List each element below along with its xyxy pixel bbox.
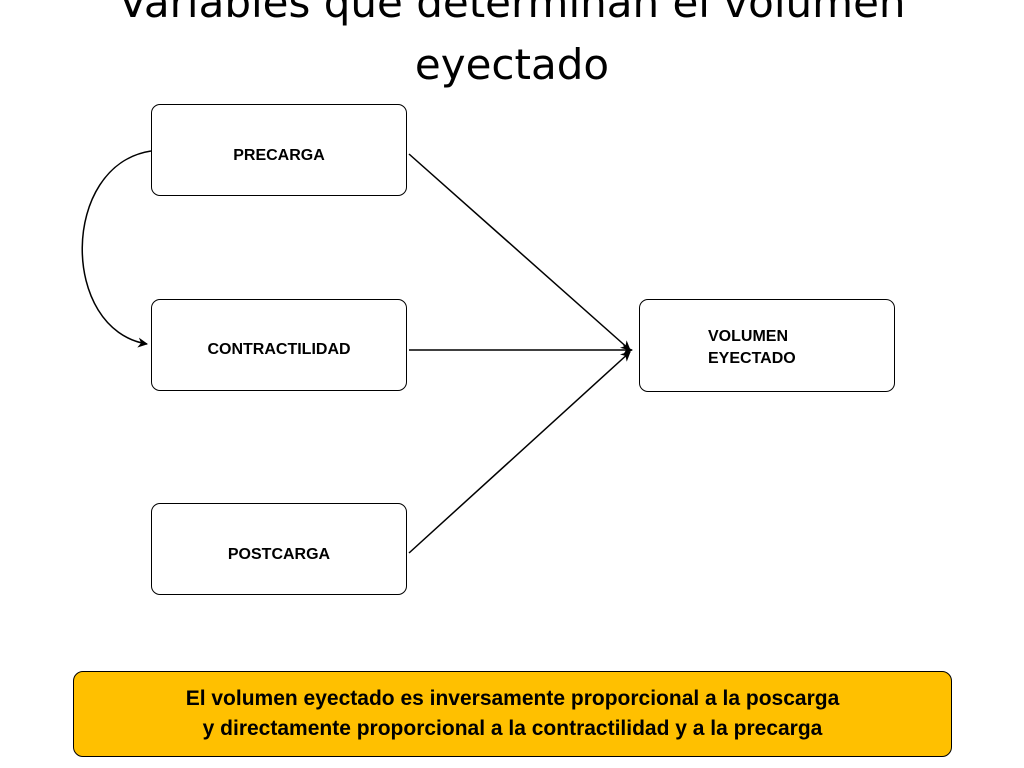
title-line-2: eyectado: [414, 40, 610, 89]
node-postcarga-label: POSTCARGA: [227, 546, 331, 563]
node-precarga-label: PRECARGA: [233, 147, 325, 164]
arrow-precarga-to-volumen: [408, 153, 631, 351]
node-contractilidad: CONTRACTILIDAD: [151, 299, 407, 391]
node-postcarga: POSTCARGA: [151, 503, 407, 595]
conclusion-note: El volumen eyectado es inversamente prop…: [73, 671, 952, 757]
node-precarga: PRECARGA: [151, 104, 407, 196]
node-volumen-label: VOLUMEN EYECTADO: [708, 326, 796, 370]
node-volumen-label-line-2: EYECTADO: [708, 350, 796, 367]
node-contractilidad-label: CONTRACTILIDAD: [207, 341, 351, 358]
conclusion-note-line-2: y directamente proporcional a la contrac…: [202, 717, 823, 740]
slide-title: Variables que determinan el volumen eyec…: [0, 0, 1024, 96]
conclusion-note-line-1: El volumen eyectado es inversamente prop…: [185, 687, 840, 710]
arrow-precarga-to-contractilidad: [81, 150, 152, 348]
arrow-postcarga-to-volumen: [408, 351, 631, 554]
title-line-1: Variables que determinan el volumen: [118, 0, 906, 27]
node-volumen-label-line-1: VOLUMEN: [708, 328, 788, 345]
node-volumen-eyectado: VOLUMEN EYECTADO: [639, 299, 895, 392]
